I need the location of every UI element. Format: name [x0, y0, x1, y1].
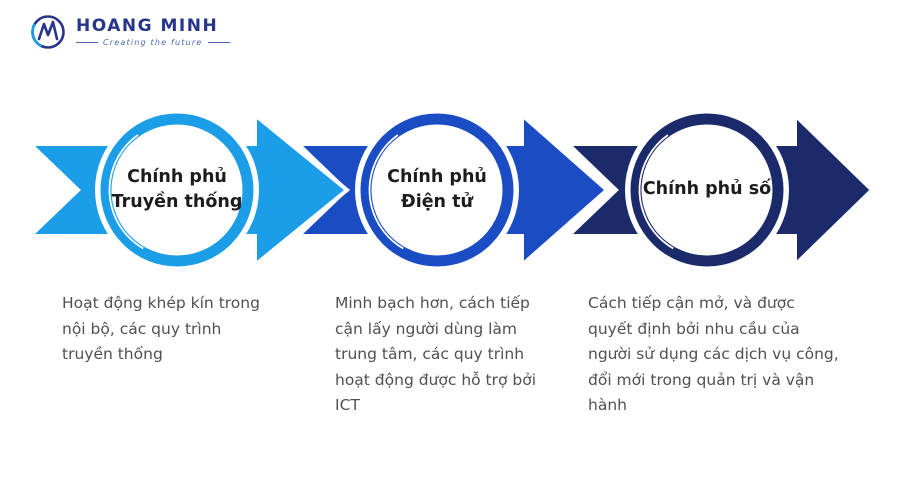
circle-stage-2 [355, 108, 519, 272]
stage-label-1: Chính phủ Truyền thống [111, 166, 243, 212]
logo-mark-icon [31, 15, 65, 49]
stage-label-2: Chính phủ Điện tử [387, 166, 487, 212]
circle-stage-3 [625, 108, 789, 272]
tagline-left-rule [76, 42, 98, 44]
circle-stage-1 [95, 108, 259, 272]
stage-description-3: Cách tiếp cận mở, và được quyết định bởi… [588, 294, 839, 415]
ring-highlight-arc [108, 121, 246, 259]
logo-tagline-row: Creating the future [76, 38, 230, 47]
logo-tagline: Creating the future [103, 38, 203, 48]
logo-text: HOANG MINH Creating the future [76, 15, 230, 47]
stage-label-3: Chính phủ số [642, 179, 772, 200]
stage-description-1: Hoạt động khép kín trong nội bộ, các quy… [62, 294, 260, 364]
tagline-right-rule [207, 42, 230, 44]
logo: HOANG MINH Creating the future [28, 12, 230, 52]
stage-description-2: Minh bạch hơn, cách tiếp cận lấy người d… [335, 294, 537, 415]
logo-name: HOANG MINH [76, 15, 219, 36]
ring-highlight-arc [368, 121, 506, 259]
ring-highlight-arc [638, 121, 776, 259]
